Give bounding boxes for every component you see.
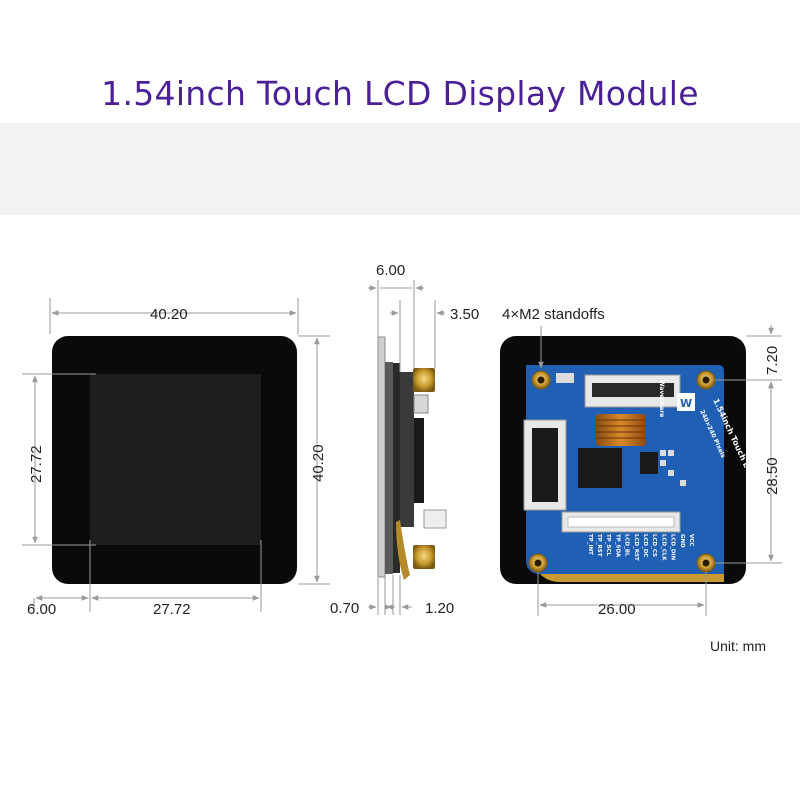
pin-label: VCC [688,534,694,546]
pin-label: TP_SDA [614,534,620,558]
ic-chip-main [578,448,622,488]
side-components [400,372,414,527]
side-standoff-label: 3.50 [450,306,479,323]
pin-label: LCD_DC [642,534,648,557]
standoffs-label: 4×M2 standoffs [502,306,605,323]
front-view: 40.20 40.20 27.72 6.00 27.72 [22,298,330,618]
pin-label: GND [679,534,685,548]
page-title: 1.54inch Touch LCD Display Module [101,74,699,113]
ic-chip-small [640,452,658,474]
side-pcb [393,363,400,573]
side-lcd-body [385,362,393,574]
hole-spacing-y-label: 28.50 [764,457,781,495]
glass-thickness-label: 0.70 [330,600,359,617]
pin-label: LCD_BL [624,534,630,557]
hole-spacing-x-label: 26.00 [598,601,636,618]
pin-label: TP_INT [587,534,593,555]
back-view: W Waveshare 1.54inch Touch LCD Module 24… [500,306,782,654]
unit-label: Unit: mm [710,638,766,654]
pin-label: TP_RST [596,534,602,557]
active-width-label: 27.72 [153,601,191,618]
side-fpc-connector [414,418,424,503]
side-view: 6.00 3.50 0.70 1.20 [330,262,479,617]
front-width-label: 40.20 [150,306,188,323]
side-thickness-label: 6.00 [376,262,405,279]
left-offset-label: 6.00 [27,601,56,618]
side-glass [377,336,386,578]
pcb-thickness-label: 1.20 [425,600,454,617]
pin-label: TP_SCL [605,534,611,557]
side-standoff-bottom [413,545,435,569]
pin-label: LCD_CLK [660,534,666,561]
side-standoff-top [413,368,435,392]
title-band [0,123,800,215]
pin-label: LCD_RST [633,534,639,561]
waveshare-logo: W [677,393,695,411]
svg-text:W: W [680,397,692,410]
flex-coil [596,414,646,446]
hole-offset-label: 7.20 [764,346,781,375]
front-height-label: 40.20 [310,444,327,482]
active-area [90,374,261,545]
side-usb-connector [423,509,447,529]
brand-silkscreen: Waveshare [658,380,665,417]
pin-label: LCD_CS [651,534,657,557]
pin-label: LCD_DIN [670,534,676,560]
active-height-label: 27.72 [28,445,45,483]
